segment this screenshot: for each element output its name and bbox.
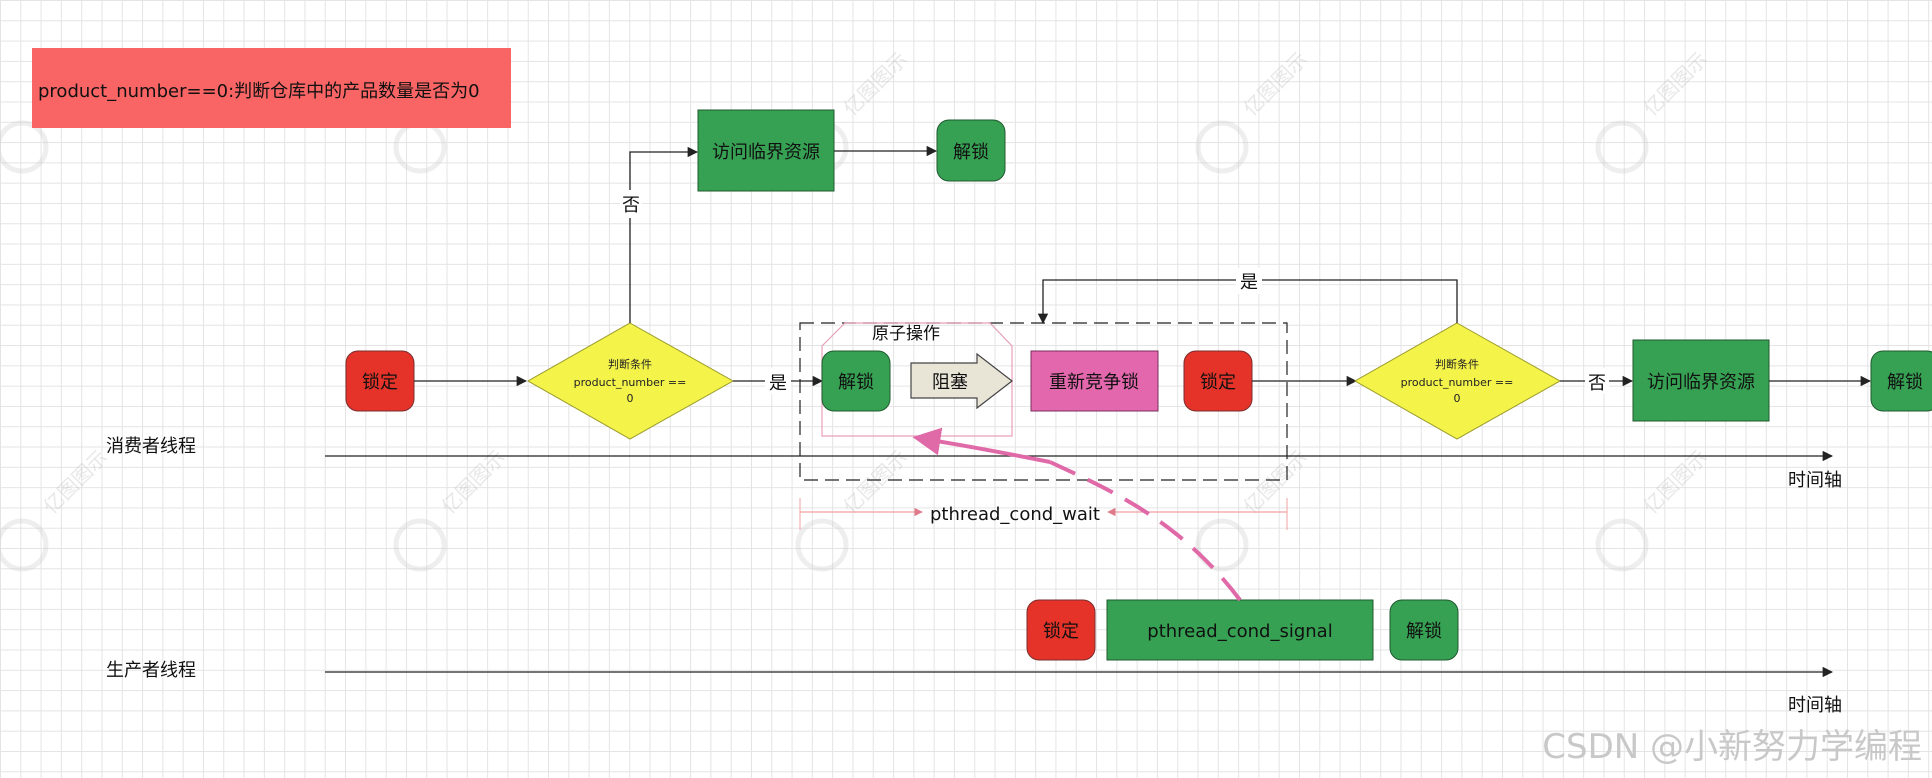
watermark-logo: 亿图图示 — [1195, 445, 1312, 572]
unlock-label: 解锁 — [953, 142, 989, 163]
condition-line3: 0 — [627, 392, 634, 405]
producer-unlock-label: 解锁 — [1406, 621, 1442, 642]
cond-signal-label: pthread_cond_signal — [1147, 621, 1332, 642]
watermark-text: 亿图图示 — [1239, 47, 1313, 121]
loop-yes-label: 是 — [1240, 272, 1258, 293]
watermark-logo: 亿图图示 — [795, 445, 912, 572]
producer-unlock-box — [1389, 599, 1459, 661]
condition-line1: 判断条件 — [608, 357, 652, 371]
note-text: product_number==0:判断仓库中的产品数量是否为0 — [38, 81, 480, 102]
producer-lock-box — [1026, 599, 1096, 661]
signal-arrow-dashed — [1049, 460, 1242, 602]
arrow-condition-no — [629, 146, 699, 323]
branch2-no-label-bg — [1585, 368, 1609, 394]
cond-signal-box — [1106, 599, 1374, 661]
access2-critical-label: 访问临界资源 — [1647, 372, 1755, 393]
watermark-text: 亿图图示 — [1639, 47, 1713, 121]
consumer-axis-label: 时间轴 — [1788, 470, 1842, 491]
block-arrow-shape — [910, 352, 1013, 410]
watermark-logo: 亿图图示 — [1595, 47, 1713, 174]
signal-arrow-head — [912, 427, 1051, 464]
branch-no-label-bg — [620, 190, 642, 218]
atomic-unlock-label: 解锁 — [838, 372, 874, 393]
loop-yes-label-bg — [1236, 268, 1262, 294]
producer-axis-label: 时间轴 — [1788, 695, 1842, 716]
consumer-lock-label: 锁定 — [362, 372, 398, 393]
condition-line2: product_number == — [574, 376, 687, 389]
condition2-line3: 0 — [1454, 392, 1461, 405]
atomic-label: 原子操作 — [872, 324, 940, 344]
producer-thread-label: 生产者线程 — [106, 660, 196, 681]
consumer-thread-label: 消费者线程 — [106, 436, 196, 457]
condition2-diamond — [1353, 322, 1562, 440]
watermark-text: 亿图图示 — [839, 47, 913, 121]
recompete-lock-box — [1030, 350, 1159, 412]
unlock-box — [936, 119, 1006, 182]
atomic-unlock-box — [821, 350, 891, 412]
recompete-lock-label: 重新竞争锁 — [1049, 372, 1139, 393]
access2-critical-box — [1632, 339, 1770, 422]
branch-yes-label: 是 — [769, 373, 787, 394]
unlock2-label: 解锁 — [1887, 372, 1923, 393]
watermark-logo: 亿图图示 — [1595, 445, 1712, 572]
block-label: 阻塞 — [932, 372, 968, 393]
condition2-line2: product_number == — [1401, 376, 1514, 389]
producer-lock-label: 锁定 — [1043, 621, 1079, 642]
watermark-logo: 亿图图示 — [1195, 47, 1313, 174]
condition-diamond — [526, 322, 735, 440]
watermark-logo: 亿图图示 — [393, 445, 510, 572]
watermark-text: 亿图图示 — [39, 445, 113, 519]
credit-watermark: CSDN @小新努力学编程 — [1542, 727, 1922, 767]
note-banner — [32, 48, 511, 128]
watermark-logo: 亿图图示 — [0, 445, 113, 572]
wait-label: pthread_cond_wait — [930, 504, 1100, 525]
relock-label: 锁定 — [1200, 372, 1236, 393]
branch-yes-label-bg — [765, 368, 791, 394]
condition2-line1: 判断条件 — [1435, 357, 1479, 371]
branch-no-label: 否 — [622, 195, 640, 216]
atomic-outline — [821, 322, 1013, 437]
access-critical-label: 访问临界资源 — [712, 142, 820, 163]
access-critical-box — [697, 109, 835, 192]
unlock2-box — [1870, 350, 1932, 412]
branch2-no-label: 否 — [1588, 373, 1606, 394]
